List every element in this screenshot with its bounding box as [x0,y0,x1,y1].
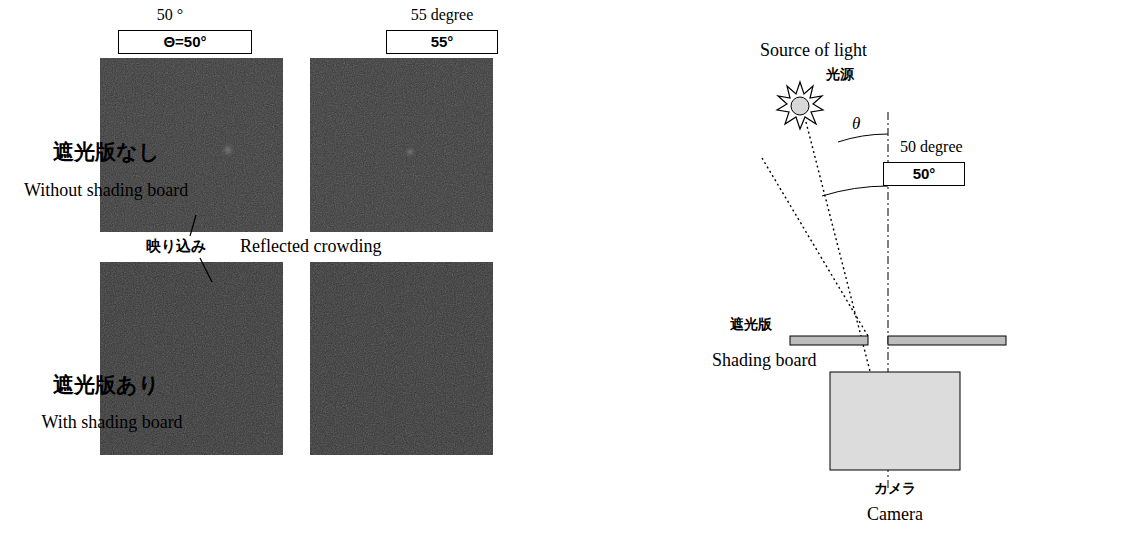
part-name: カメラ [874,480,916,496]
row-title: 遮光版あり [53,373,160,397]
part-name: 遮光版 [730,316,772,332]
row-title-en: With shading board [41,412,182,433]
angle-value: 55° [431,34,454,51]
callout-label-en: Reflected crowding [240,236,381,257]
angle-value: Θ=50° [163,34,206,51]
part-name-en: Camera [867,504,923,525]
callout-label: 映り込み [146,238,206,255]
light-source [777,82,823,129]
angle-box: Θ=50° [118,30,252,54]
angle-caption: 50 ° [157,6,183,24]
camera-body [830,372,960,470]
angle-symbol: θ [852,114,860,134]
row-title-en: Without shading board [24,180,188,201]
part-name-en: Source of light [760,40,867,61]
angle-caption: 55 degree [411,6,474,24]
angle-caption: 50 degree [900,138,963,156]
row-title: 遮光版なし [53,140,160,164]
angle-arcs [822,134,888,196]
shading-boards [790,336,1006,345]
angle-value: 50° [913,166,936,183]
part-name-en: Shading board [712,350,816,371]
angle-box: 50° [883,162,965,186]
part-name: 光源 [826,66,854,82]
angle-box: 55° [386,30,498,54]
